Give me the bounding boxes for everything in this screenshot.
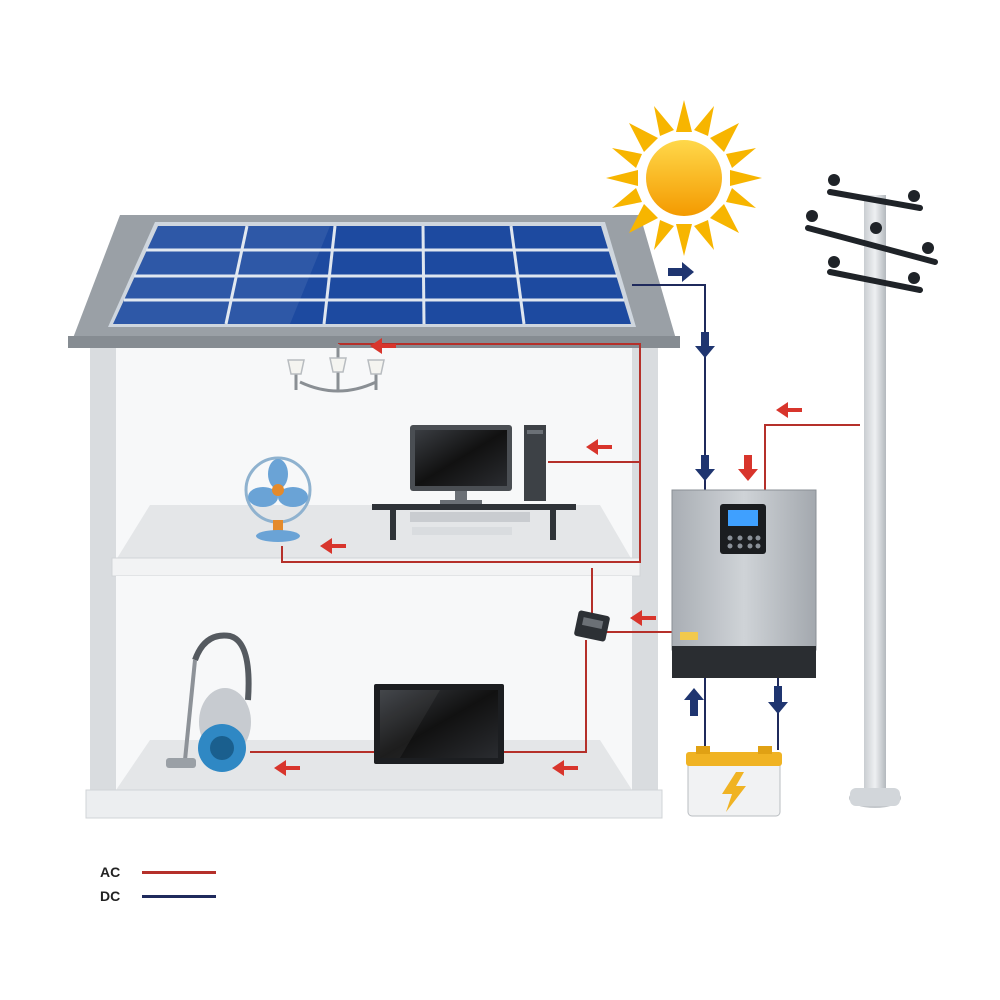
utility-pole-icon (805, 174, 938, 808)
solar-panel-icon (108, 222, 636, 327)
ac-arrow-computer (586, 439, 612, 455)
ac-arrow-down (738, 455, 758, 481)
legend-dc-line (142, 894, 216, 898)
dc-arrow-down (695, 332, 715, 358)
left-wall (90, 340, 116, 815)
chandelier-icon (287, 344, 385, 393)
tv-icon (374, 684, 504, 764)
ac-arrows (274, 338, 802, 776)
legend: AC DC (100, 860, 260, 908)
legend-dc-label: DC (100, 888, 121, 904)
legend-ac: AC (100, 860, 260, 884)
ac-arrow-fan (320, 538, 346, 554)
house-base (85, 789, 663, 819)
ac-arrow-tv (552, 760, 578, 776)
fan-icon (244, 456, 312, 542)
legend-ac-line (142, 870, 216, 874)
vacuum-icon (166, 632, 252, 772)
dc-arrow-right (668, 262, 694, 282)
ac-arrow-inverter-out (630, 610, 656, 626)
middle-slab (111, 557, 641, 577)
sun-icon (606, 100, 762, 256)
ac-arrow-grid (776, 402, 802, 418)
dc-arrows (668, 262, 788, 716)
ac-wires (250, 343, 860, 753)
ac-arrow-chandelier (370, 338, 396, 354)
legend-ac-label: AC (100, 864, 121, 880)
dc-arrow-up (684, 688, 704, 716)
distribution-box-icon (574, 610, 610, 642)
legend-dc: DC (100, 884, 260, 908)
right-wall (632, 340, 658, 815)
computer-icon (372, 425, 576, 540)
battery-icon (686, 746, 782, 817)
dc-arrow-down-2 (695, 455, 715, 481)
ac-arrow-vacuum (274, 760, 300, 776)
dc-arrow-down-3 (768, 686, 788, 714)
inverter-icon (671, 489, 817, 678)
